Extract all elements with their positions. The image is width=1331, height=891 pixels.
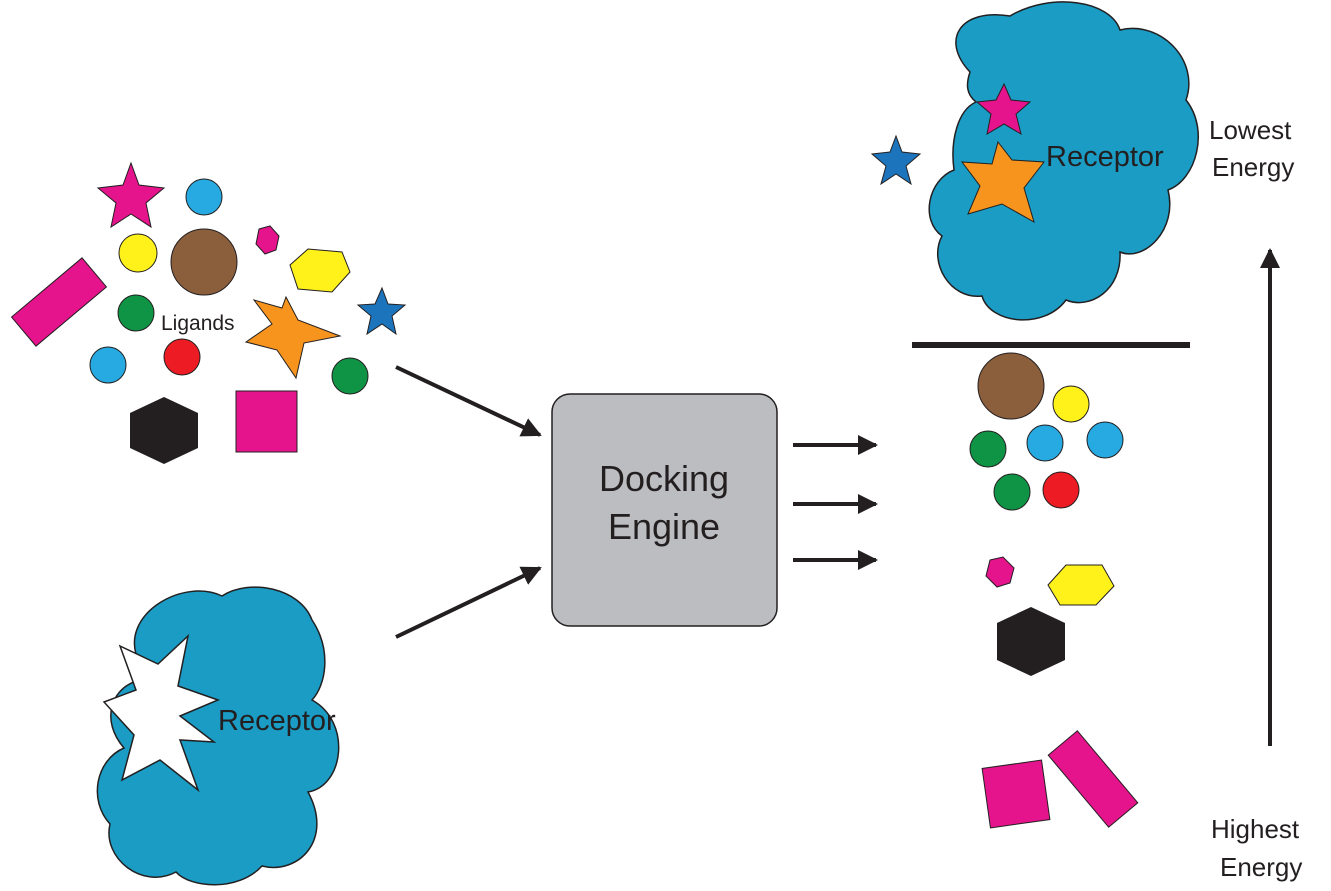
docking-engine-label-line2: Engine [608, 506, 720, 547]
receptor-docked-label: Receptor [1046, 141, 1164, 173]
receptor-docked-shape [928, 1, 1200, 321]
highest-energy-label-line1: Highest [1211, 814, 1300, 844]
ranked-magenta-rectangle [1047, 730, 1139, 828]
magenta-star-ligand [96, 161, 166, 229]
docking-engine-label-line1: Docking [599, 458, 729, 499]
yellow-circle-ligand [118, 233, 158, 273]
brown-circle-ligand [170, 228, 238, 296]
ligand-cluster: Ligands [10, 161, 407, 464]
cyan-circle-ligand-2 [89, 346, 127, 384]
cyan-circle-ligand [185, 178, 223, 216]
docking-engine-box: Docking Engine [551, 393, 778, 627]
receptor-binding-pocket [102, 633, 221, 793]
ranked-black-hexagon [997, 607, 1065, 676]
receptor-to-engine-arrow [395, 566, 542, 639]
green-circle-ligand-1 [117, 294, 155, 332]
ranked-cyan-circle-2 [1086, 421, 1124, 459]
receptor-input: Receptor [96, 586, 340, 886]
magenta-hexagon-ligand [255, 225, 280, 255]
green-circle-ligand-2 [331, 357, 369, 395]
receptor-input-label: Receptor [218, 705, 336, 737]
ranked-red-circle [1042, 471, 1080, 509]
ranked-magenta-square [981, 759, 1051, 829]
ranked-yellow-hexagon [1047, 564, 1115, 606]
ranked-green-circle-1 [969, 430, 1007, 468]
ranked-green-circle-2 [993, 473, 1031, 511]
lowest-energy-label-line2: Energy [1212, 152, 1294, 182]
yellow-hexagon-ligand [289, 248, 351, 293]
ligands-label: Ligands [161, 312, 235, 335]
highest-energy-label-line2: Energy [1220, 852, 1302, 882]
blue-star-ligand [356, 286, 407, 336]
red-circle-ligand [163, 338, 201, 376]
ranked-brown-circle [977, 352, 1045, 420]
lowest-energy-label-line1: Lowest [1209, 115, 1292, 145]
docking-engine-rect [551, 393, 778, 627]
magenta-rectangle-ligand [10, 257, 108, 347]
magenta-square-ligand [235, 390, 298, 453]
docked-magenta-star [975, 82, 1032, 136]
orange-star-ligand [244, 295, 342, 380]
receptor-input-shape [96, 586, 340, 886]
ranked-yellow-circle [1052, 385, 1090, 423]
ligands-to-engine-arrow [395, 365, 542, 437]
undocked-blue-star [870, 134, 922, 186]
ranked-ligands [969, 352, 1139, 829]
docked-orange-star [960, 140, 1045, 224]
receptor-docked: Receptor [928, 1, 1200, 321]
black-hexagon-ligand [130, 397, 198, 464]
ranked-cyan-circle-1 [1026, 424, 1064, 462]
ranked-magenta-hexagon [985, 556, 1015, 588]
